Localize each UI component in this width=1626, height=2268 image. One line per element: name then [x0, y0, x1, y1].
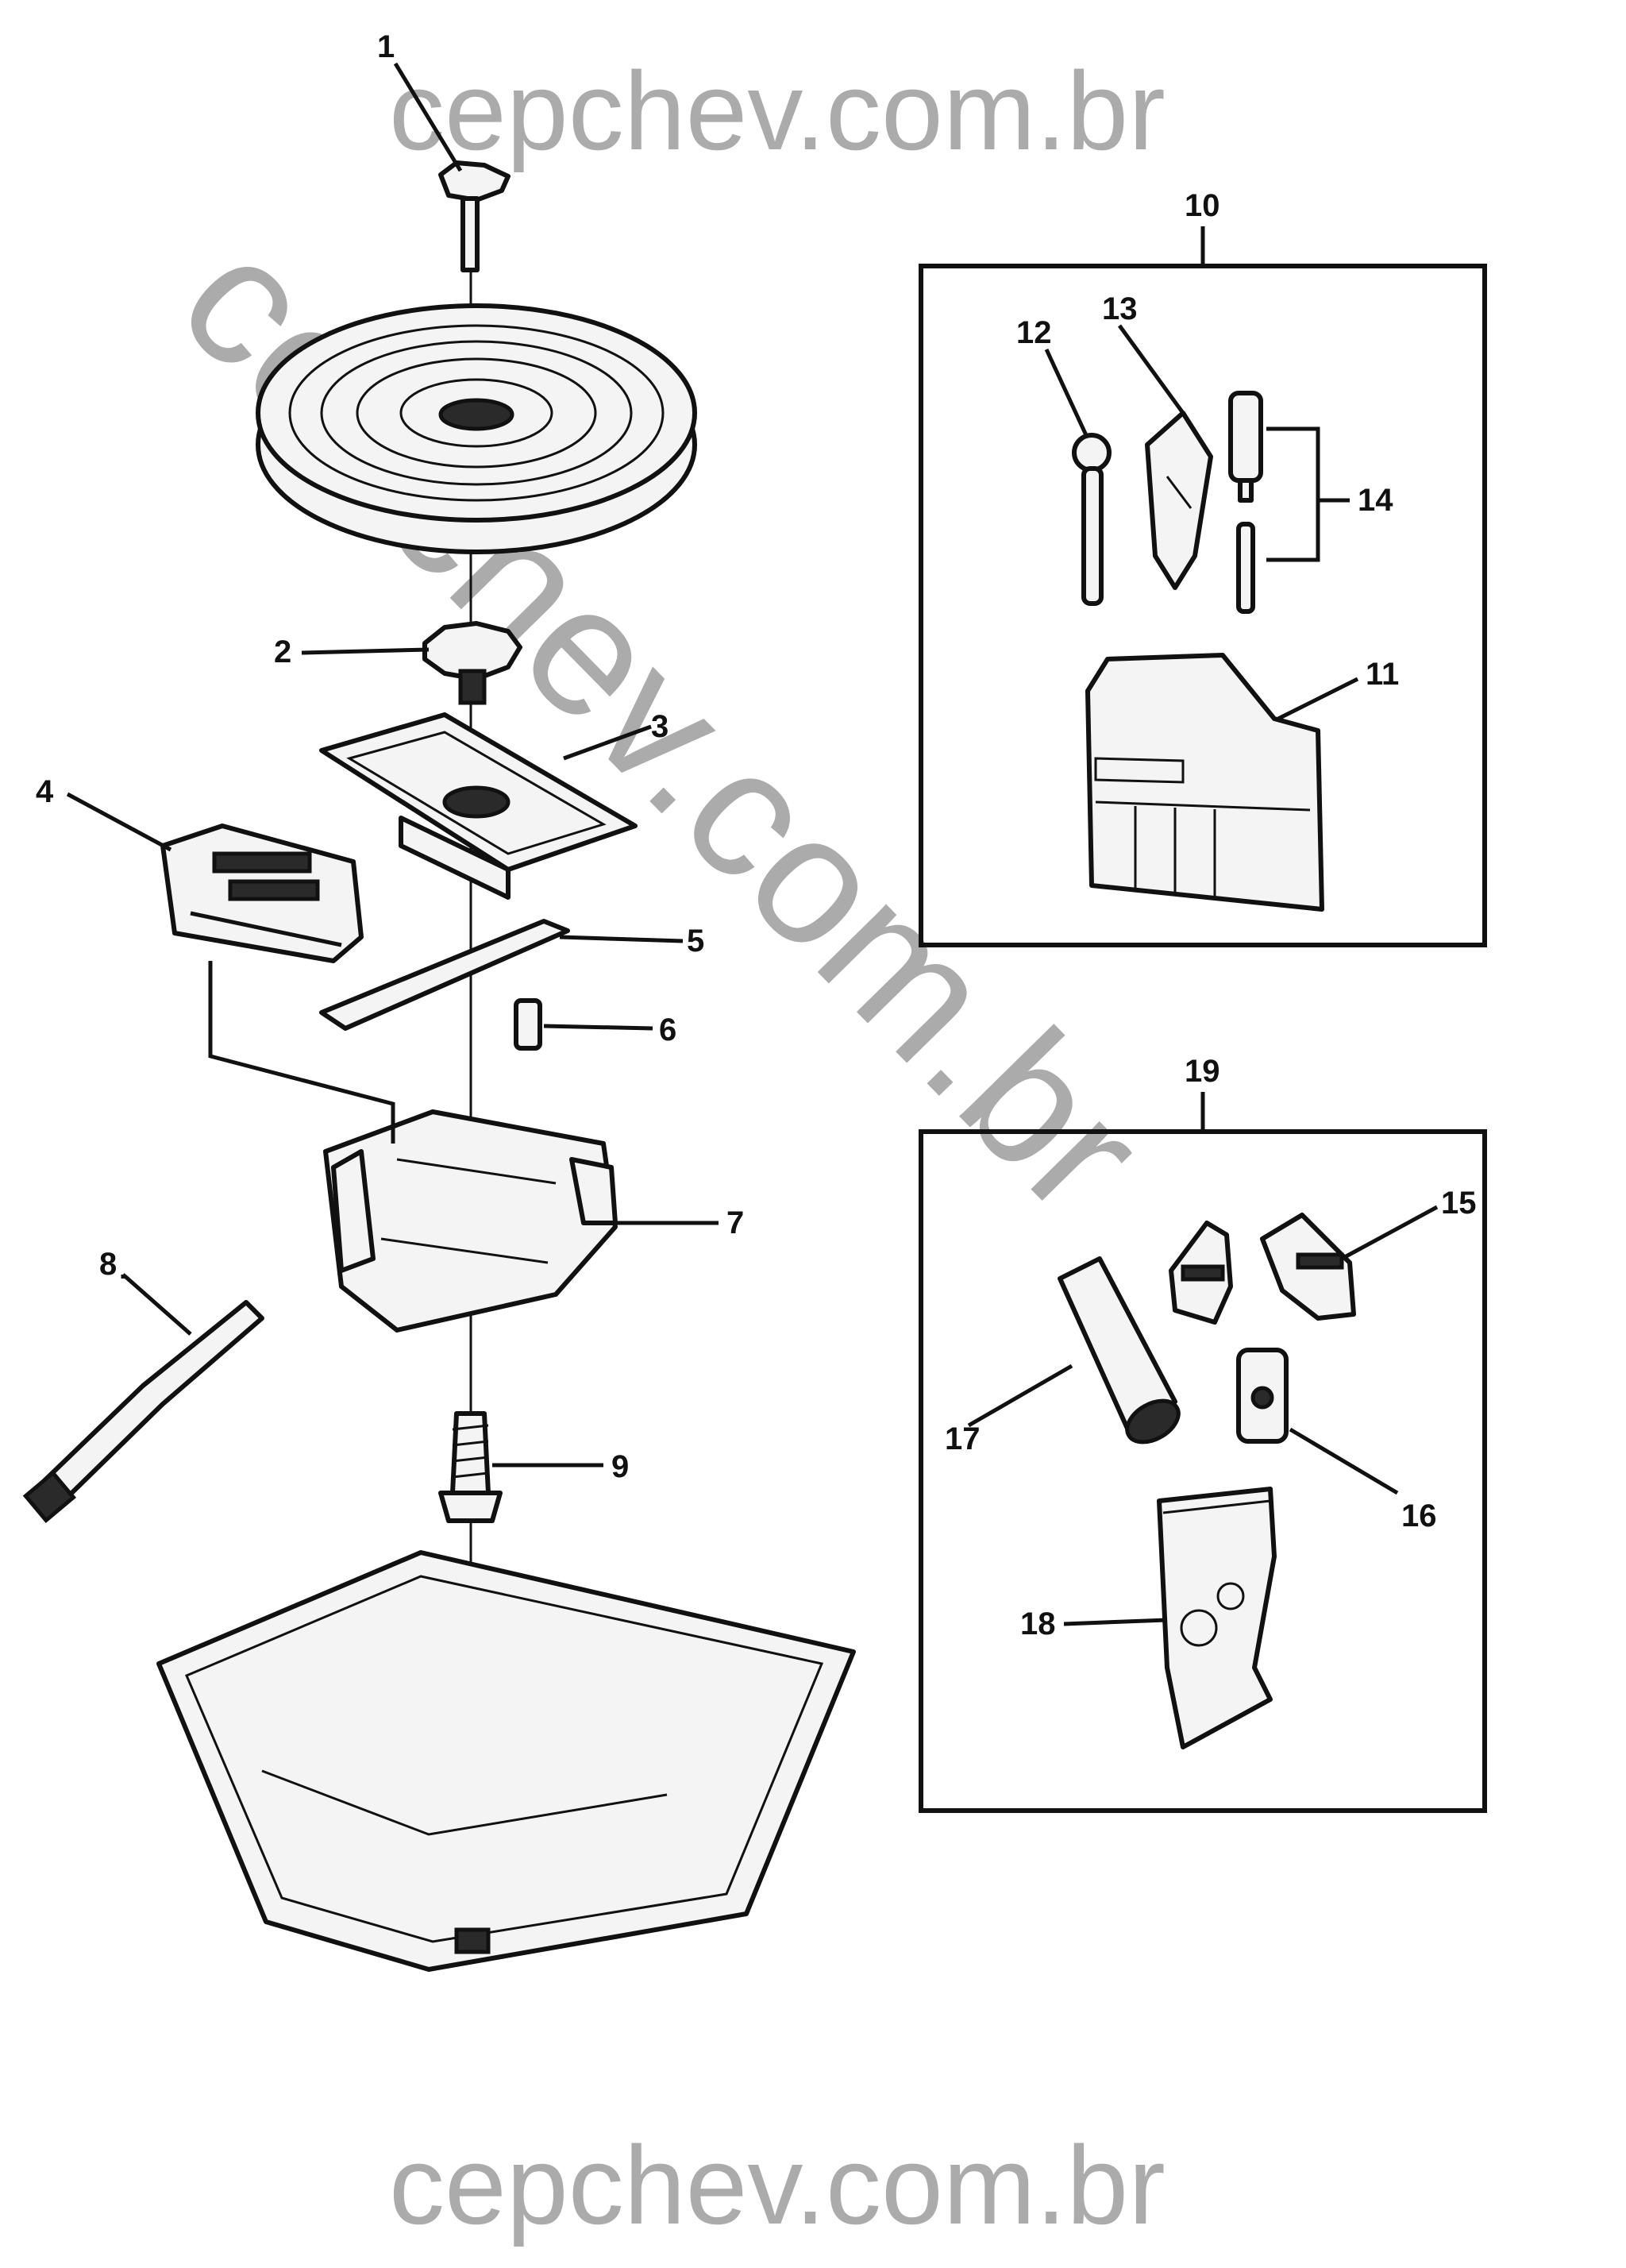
- screwdriver-icon: [1228, 391, 1263, 614]
- wing-nut-icon: [438, 160, 511, 272]
- leader-14-bracket: [1266, 426, 1350, 562]
- leader-17: [967, 1364, 1073, 1428]
- callout-12: 12: [1016, 315, 1052, 350]
- leader-13: [1117, 324, 1185, 415]
- callout-3: 3: [651, 709, 669, 744]
- wrench-handle-icon: [22, 1300, 264, 1523]
- callout-6: 6: [659, 1012, 676, 1047]
- spare-wheel-bolt-icon: [438, 1411, 503, 1523]
- leader-3: [563, 724, 652, 761]
- tool-pouch-icon: [1157, 1487, 1277, 1749]
- leader-15: [1340, 1205, 1439, 1261]
- jack-icon: [160, 824, 364, 963]
- leader-5: [559, 935, 684, 943]
- leader-16: [1289, 1427, 1399, 1495]
- callout-1: 1: [377, 29, 395, 64]
- bolt-adapter-cap-icon: [1236, 1348, 1289, 1444]
- leader-4-to-tray: [208, 961, 395, 1144]
- callout-16: 16: [1401, 1498, 1437, 1533]
- callout-14: 14: [1358, 483, 1393, 518]
- tow-eye-key-icon: [1072, 433, 1112, 606]
- callout-19: 19: [1185, 1054, 1220, 1089]
- leader-1: [393, 62, 463, 172]
- callout-8: 8: [99, 1247, 117, 1282]
- leader-2: [301, 647, 430, 655]
- tool-bag-icon: [1085, 653, 1324, 912]
- leader-11: [1277, 677, 1359, 721]
- wrench-bar-icon: [319, 919, 570, 1031]
- leader-8: [121, 1273, 192, 1336]
- callout-numbers: 1 2 3 4 5 6 7 8 9 10 11 12 13 14 15 16 1…: [36, 29, 1477, 1641]
- callout-11: 11: [1366, 657, 1399, 692]
- retainer-nut-icon: [422, 621, 522, 705]
- callout-9: 9: [611, 1449, 629, 1484]
- spare-tire-icon: [256, 303, 697, 554]
- callout-18: 18: [1020, 1606, 1056, 1641]
- callout-13: 13: [1102, 291, 1138, 326]
- leader-12: [1044, 348, 1088, 437]
- callout-4: 4: [36, 774, 54, 809]
- callout-2: 2: [274, 634, 291, 669]
- pliers-icon: [1145, 411, 1213, 590]
- callout-17: 17: [945, 1421, 981, 1456]
- callout-15: 15: [1441, 1186, 1477, 1221]
- jack-bracket-plate-icon: [319, 712, 638, 900]
- spare-wheel-well-icon: [156, 1550, 856, 1972]
- leader-4: [66, 792, 172, 852]
- gloves-icon: [1169, 1213, 1356, 1325]
- leader-6: [543, 1024, 653, 1031]
- flashlight-icon: [1058, 1256, 1181, 1444]
- leader-18: [1063, 1618, 1168, 1626]
- tool-tray-support-icon: [323, 1109, 618, 1333]
- bolt-adapter-icon: [514, 998, 542, 1051]
- callout-10: 10: [1185, 188, 1220, 223]
- callout-7: 7: [726, 1205, 744, 1240]
- callout-5: 5: [687, 924, 704, 958]
- leader-lines: [66, 62, 1439, 1626]
- watermark-top: cepchev.com.br: [389, 48, 1166, 173]
- watermark-bottom: cepchev.com.br: [389, 2123, 1166, 2247]
